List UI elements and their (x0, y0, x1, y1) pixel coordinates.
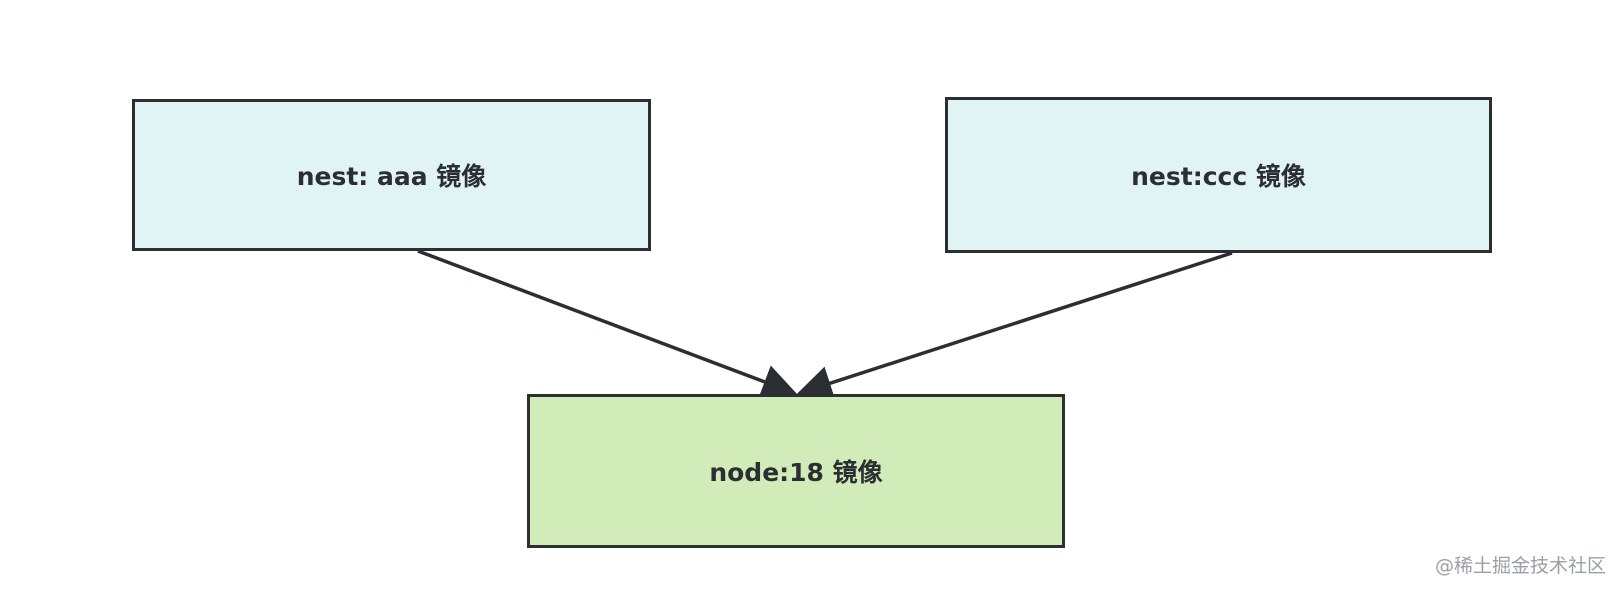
node-nest-aaa-image[interactable]: nest: aaa 镜像 (132, 99, 651, 251)
edge-nest-aaa-to-node-18 (417, 249, 798, 399)
watermark-text: @稀土掘金技术社区 (1434, 555, 1606, 577)
edge-nest-ccc-to-node-18 (796, 251, 1233, 400)
node-node-18-label: node:18 镜像 (709, 458, 883, 487)
node-node-18-image[interactable]: node:18 镜像 (527, 394, 1065, 548)
node-nest-aaa-label: nest: aaa 镜像 (296, 162, 487, 191)
node-nest-ccc-image[interactable]: nest:ccc 镜像 (945, 97, 1492, 253)
node-nest-ccc-label: nest:ccc 镜像 (1131, 162, 1306, 191)
